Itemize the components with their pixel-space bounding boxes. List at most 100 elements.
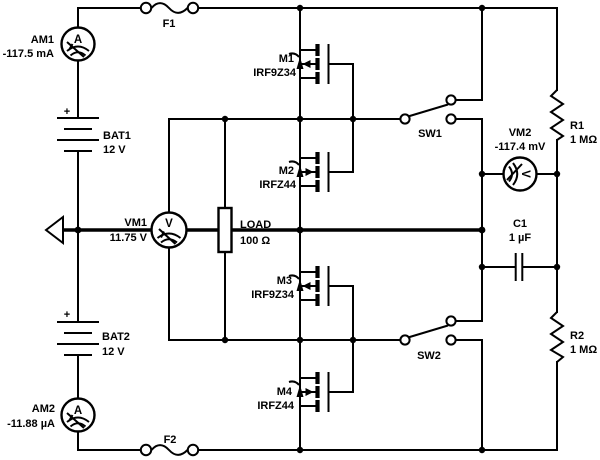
junction-dot	[553, 263, 561, 271]
mosfet-m1[interactable]	[288, 44, 354, 84]
fuse-terminal	[139, 443, 153, 457]
label-c1-ref: C1	[513, 218, 527, 230]
body-arrow-p	[302, 282, 311, 290]
label-pointer-icon	[296, 57, 304, 69]
body-arrow-p	[302, 60, 311, 68]
voltmeter-vm2[interactable]: V	[502, 156, 538, 192]
junction-dot	[478, 170, 486, 178]
fuse-wave	[150, 444, 189, 456]
label-bat2-ref: BAT2	[102, 331, 130, 343]
load-body[interactable]	[217, 206, 233, 254]
junction-dot	[296, 115, 304, 123]
switch-terminal	[445, 113, 457, 125]
meter-body[interactable]	[60, 26, 96, 62]
resistor-zigzag	[549, 89, 565, 141]
fuse-terminal	[186, 1, 200, 15]
wire-sw2-bottom	[454, 339, 483, 451]
wire-sw1-down	[454, 118, 483, 322]
mosfet-m2[interactable]	[288, 152, 354, 192]
junction-dot	[296, 336, 304, 344]
label-pointer-icon	[296, 165, 304, 177]
label-am2-value: -11.88 µA	[7, 418, 55, 430]
ammeter-am2[interactable]: A	[60, 397, 96, 433]
switch-terminal	[445, 94, 457, 106]
meter-needle	[506, 163, 523, 181]
label-r1-ref: R1	[570, 120, 584, 132]
label-vm2-value: -117.4 mV	[495, 141, 546, 153]
label-vm2-ref: VM2	[509, 127, 532, 139]
switch-blade[interactable]	[407, 103, 449, 118]
resistor-zigzag	[549, 311, 565, 363]
label-am1-value: -117.5 mA	[3, 48, 54, 60]
battery-bat1[interactable]: +	[57, 106, 99, 152]
meter-letter: A	[74, 405, 82, 417]
switch-blade[interactable]	[407, 324, 449, 339]
meter-letter: V	[165, 218, 173, 230]
label-vm1-value: 11.75 V	[110, 232, 148, 244]
capacitor-c1[interactable]	[514, 253, 524, 281]
battery-plus: +	[64, 106, 70, 118]
label-m1-ref: M1	[279, 53, 294, 65]
battery-bat2[interactable]: +	[57, 309, 99, 356]
label-leader	[288, 380, 300, 386]
switch-sw2[interactable]	[399, 315, 457, 346]
resistor-load[interactable]	[217, 206, 233, 254]
ground-reference-arrow[interactable]	[44, 214, 64, 246]
mosfet-m3[interactable]	[288, 266, 354, 306]
switch-sw1[interactable]	[399, 94, 457, 125]
label-m4-value: IRFZ44	[257, 400, 295, 412]
label-pointer-icon	[296, 279, 304, 291]
switch-terminal	[445, 315, 457, 327]
resistor-r2[interactable]	[549, 311, 565, 363]
label-vm1-ref: VM1	[124, 217, 147, 229]
ammeter-am1[interactable]: A	[60, 26, 96, 62]
resistor-r1[interactable]	[549, 89, 565, 141]
meter-letter: A	[74, 34, 82, 46]
label-bat2-value: 12 V	[102, 346, 125, 358]
meter-needle	[66, 412, 85, 429]
junction-dot	[74, 226, 82, 234]
label-load-ref: LOAD	[240, 219, 271, 231]
mosfet-m4[interactable]	[288, 372, 354, 412]
junction-dot	[349, 336, 357, 344]
junction-dot	[478, 446, 486, 454]
label-m2-value: IRFZ44	[259, 179, 297, 191]
junction-dot	[296, 446, 304, 454]
meter-body[interactable]	[150, 211, 188, 249]
fuse-wave	[150, 2, 189, 14]
label-bat1-ref: BAT1	[103, 130, 131, 142]
label-bat1-value: 12 V	[103, 144, 126, 156]
junction-dot	[221, 115, 229, 123]
meter-needle	[66, 41, 85, 58]
battery-plus: +	[64, 309, 70, 321]
junction-dot	[296, 226, 304, 234]
body-arrow-n	[305, 388, 314, 396]
meter-body[interactable]	[60, 397, 96, 433]
voltmeter-vm1[interactable]: V	[150, 211, 188, 249]
label-leader	[288, 274, 300, 280]
label-leader	[288, 52, 300, 58]
reference-arrow-icon	[44, 214, 64, 246]
switch-terminal	[399, 113, 411, 125]
meter-body[interactable]	[502, 156, 538, 192]
meter-needle-tick	[68, 43, 74, 51]
fuse-f1[interactable]	[139, 1, 200, 15]
label-m2-ref: M2	[279, 165, 294, 177]
body-arrow-n	[305, 168, 314, 176]
label-am1-ref: AM1	[31, 34, 54, 46]
meter-needle-tick	[160, 231, 165, 238]
fuse-f2[interactable]	[139, 443, 200, 457]
label-leader	[288, 160, 300, 166]
junction-dot	[478, 263, 486, 271]
label-m3-value: IRF9Z34	[251, 289, 295, 301]
label-f2-ref: F2	[164, 434, 177, 446]
junction-dot	[478, 4, 486, 12]
labels: AM1 -117.5 mA F1 BAT1 12 V VM1 11.75 V L…	[3, 18, 598, 446]
label-pointer-icon	[296, 385, 304, 397]
junction-dot	[478, 226, 486, 234]
label-r2-ref: R2	[570, 330, 584, 342]
fuse-terminal	[186, 443, 200, 457]
label-c1-value: 1 µF	[509, 232, 532, 244]
